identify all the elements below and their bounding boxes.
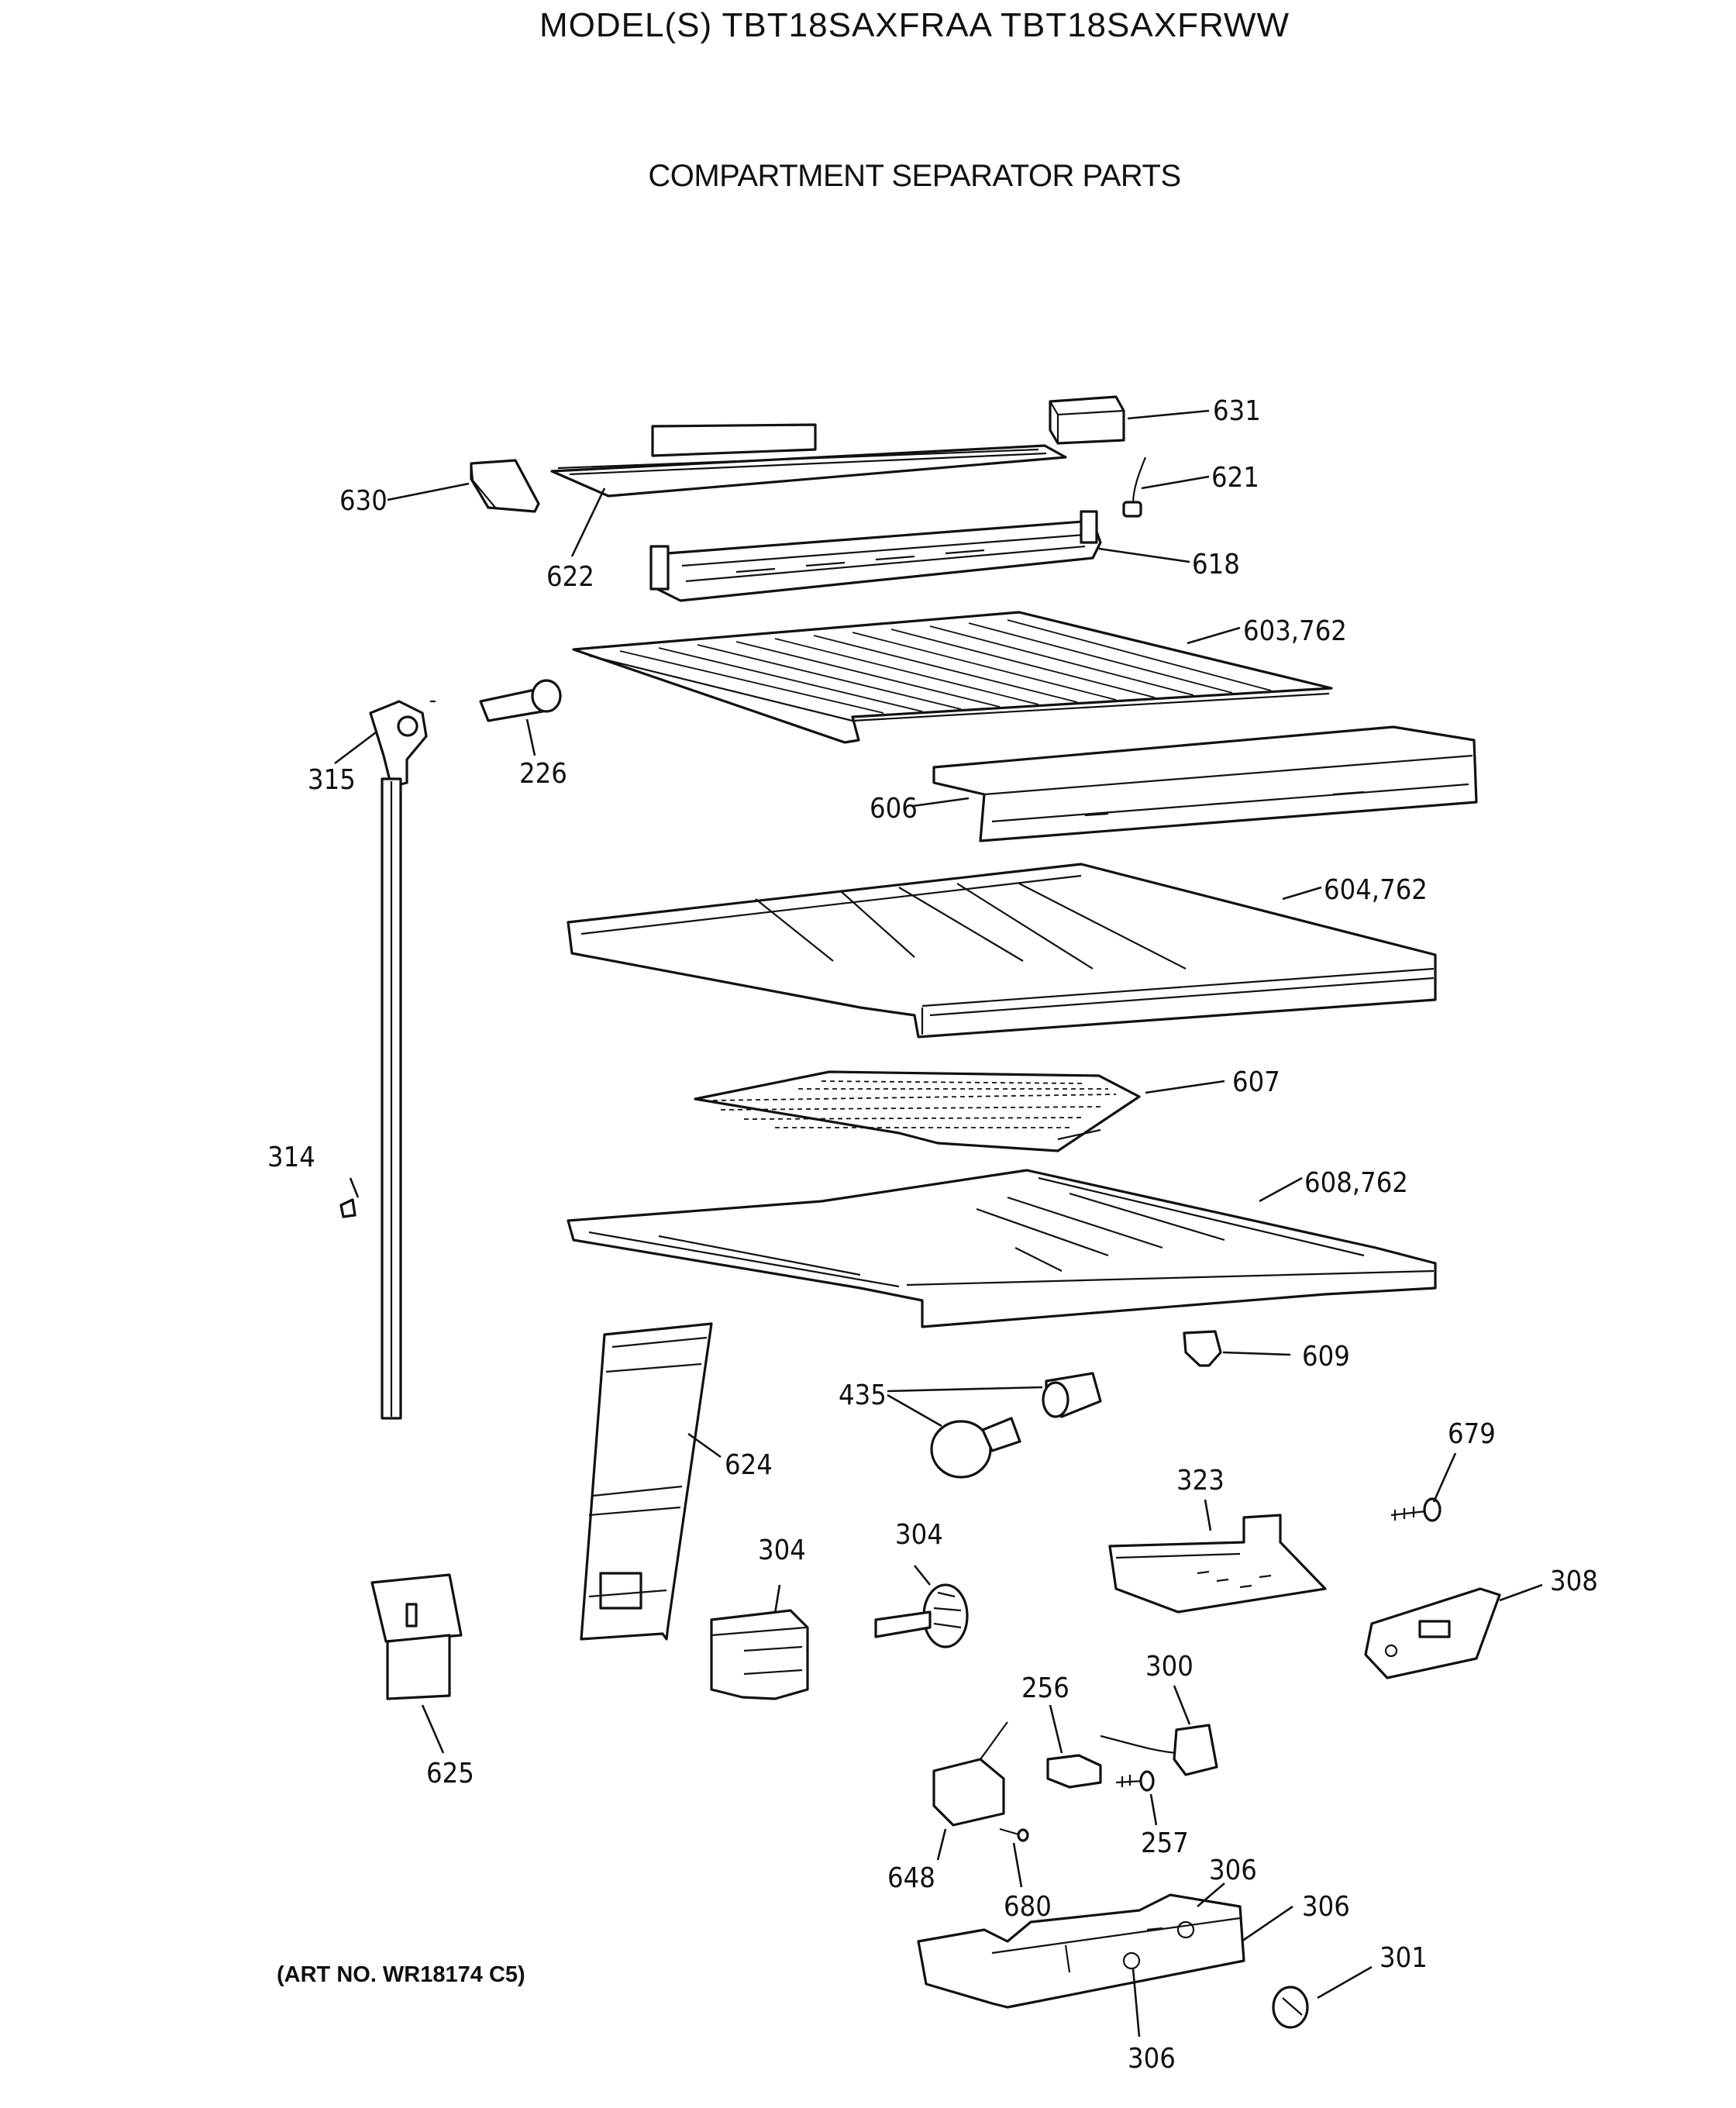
callout-631: 631 [1213, 395, 1261, 427]
part-304-housing [710, 1609, 809, 1700]
callout-256: 256 [1021, 1672, 1070, 1704]
callout-625: 625 [426, 1758, 474, 1789]
part-607-heater-mat [694, 1070, 1141, 1152]
part-314-rod [339, 777, 402, 1420]
callout-315: 315 [308, 764, 356, 796]
callout-603-762: 603,762 [1243, 615, 1347, 647]
callout-435: 435 [839, 1380, 887, 1411]
part-301-knob [1272, 1986, 1309, 2029]
callout-226: 226 [519, 758, 567, 790]
callout-604-762: 604,762 [1324, 874, 1428, 906]
part-621-wire [1122, 456, 1147, 518]
callout-618: 618 [1192, 549, 1240, 580]
part-608-shelf [567, 1169, 1437, 1328]
callout-622: 622 [546, 561, 594, 593]
part-603-shelf [572, 611, 1333, 744]
part-304-knob [874, 1583, 969, 1648]
callout-624: 624 [725, 1449, 773, 1481]
part-622-top-panel [550, 423, 1067, 498]
model-title: MODEL(S) TBT18SAXFRAA TBT18SAXFRWW [539, 6, 1290, 44]
callout-630: 630 [339, 485, 388, 517]
part-648-motor [932, 1721, 1008, 1827]
callout-607: 607 [1232, 1066, 1280, 1098]
callout-679: 679 [1448, 1418, 1496, 1450]
callout-301: 301 [1380, 1942, 1428, 1974]
callout-609: 609 [1302, 1341, 1350, 1373]
callout-306-right: 306 [1302, 1891, 1350, 1923]
callout-680: 680 [1004, 1891, 1052, 1923]
callout-306-top: 306 [1209, 1855, 1257, 1886]
callout-304-knob: 304 [895, 1519, 943, 1551]
part-306-bracket [917, 1893, 1245, 2009]
callout-308: 308 [1550, 1566, 1598, 1597]
part-308-plate [1364, 1587, 1501, 1679]
part-604-shelf [567, 863, 1437, 1038]
art-number: (ART NO. WR18174 C5) [277, 1962, 525, 1987]
callout-648: 648 [887, 1862, 935, 1894]
callout-621: 621 [1211, 462, 1259, 494]
callout-labels: 631 621 630 622 618 603,762 315 226 606 … [267, 395, 1598, 2075]
callout-314: 314 [267, 1142, 315, 1173]
part-226-pin [479, 679, 562, 722]
section-title: COMPARTMENT SEPARATOR PARTS [648, 159, 1181, 193]
part-256-switch [1046, 1754, 1102, 1789]
callout-606: 606 [870, 793, 918, 825]
callout-300: 300 [1145, 1651, 1194, 1683]
part-618-bracket [649, 510, 1102, 602]
callout-306-bottom: 306 [1128, 2043, 1176, 2075]
callout-leader-lines [334, 409, 1543, 2037]
part-323-housing [1108, 1514, 1327, 1614]
part-315-support [369, 700, 436, 788]
part-625-control [370, 1573, 463, 1700]
part-606-frame [932, 725, 1478, 842]
callout-304-housing: 304 [758, 1534, 806, 1566]
callout-257: 257 [1141, 1827, 1189, 1859]
part-680-screw [999, 1827, 1029, 1842]
part-624-door [580, 1322, 713, 1641]
part-257-screw [1115, 1770, 1155, 1792]
callout-608-762: 608,762 [1304, 1167, 1408, 1199]
callout-323: 323 [1176, 1465, 1224, 1497]
part-679-screw [1390, 1497, 1442, 1522]
part-435-bulb [930, 1372, 1102, 1479]
part-630-cover [470, 459, 540, 513]
part-631-cover [1049, 395, 1125, 445]
part-609-clip [1183, 1330, 1222, 1367]
part-300-thermostat [1100, 1724, 1218, 1776]
